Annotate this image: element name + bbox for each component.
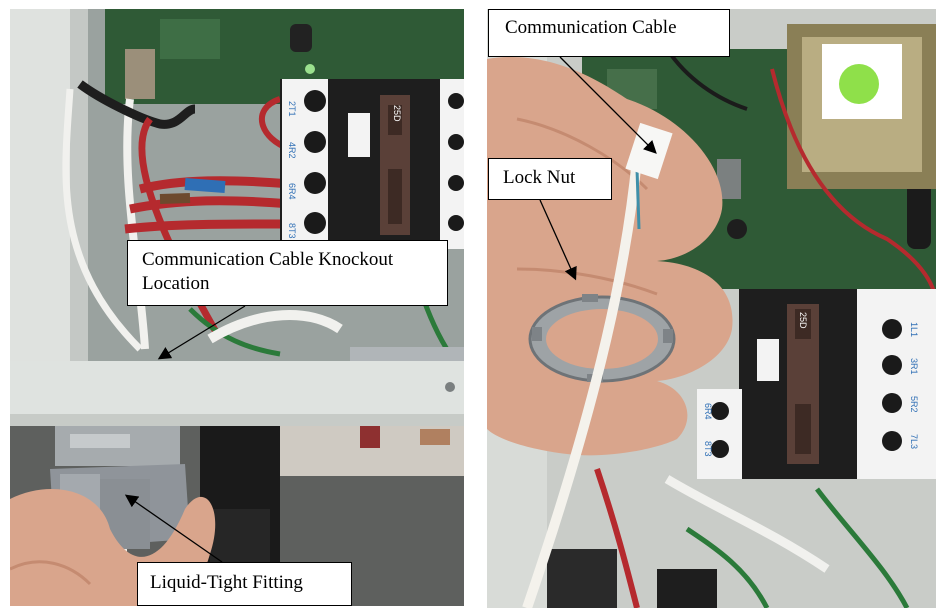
communication-cable bbox=[522, 158, 642, 608]
callout-communication-cable: Communication Cable bbox=[488, 9, 730, 57]
contactor-label: 25D bbox=[798, 312, 808, 329]
terminal-label: 3R1 bbox=[909, 358, 919, 375]
callout-knockout-line2: Location bbox=[142, 273, 210, 294]
enclosure-flange bbox=[10, 361, 464, 423]
contactor-label: 25D bbox=[392, 105, 402, 122]
callout-knockout-location: Communication Cable Knockout Location bbox=[127, 240, 448, 306]
terminal-label: 4R2 bbox=[287, 142, 297, 159]
terminal-label: 8T3 bbox=[703, 441, 713, 457]
callout-knockout-line1: Communication Cable Knockout bbox=[142, 249, 394, 270]
callout-lock-nut: Lock Nut bbox=[488, 158, 612, 200]
left-photo-illustration: 2T1 4R2 6R4 8T3 25D bbox=[10, 9, 464, 606]
terminal-label: 8T3 bbox=[287, 223, 297, 239]
terminal-label: 5R2 bbox=[909, 396, 919, 413]
terminal-label: 7L3 bbox=[909, 434, 919, 449]
terminal-strip bbox=[857, 289, 936, 479]
terminal-label: 6R4 bbox=[287, 183, 297, 200]
left-photo: 2T1 4R2 6R4 8T3 25D bbox=[10, 9, 464, 606]
terminal-label: 6R4 bbox=[703, 403, 713, 420]
terminal-label: 1L1 bbox=[909, 322, 919, 337]
callout-liquid-tight-fitting: Liquid-Tight Fitting bbox=[137, 562, 352, 606]
right-photo: 1L1 3R1 5R2 7L3 6R4 8T3 25D bbox=[487, 9, 936, 608]
right-photo-illustration: 1L1 3R1 5R2 7L3 6R4 8T3 25D bbox=[487, 9, 936, 608]
terminal-label: 2T1 bbox=[287, 101, 297, 117]
